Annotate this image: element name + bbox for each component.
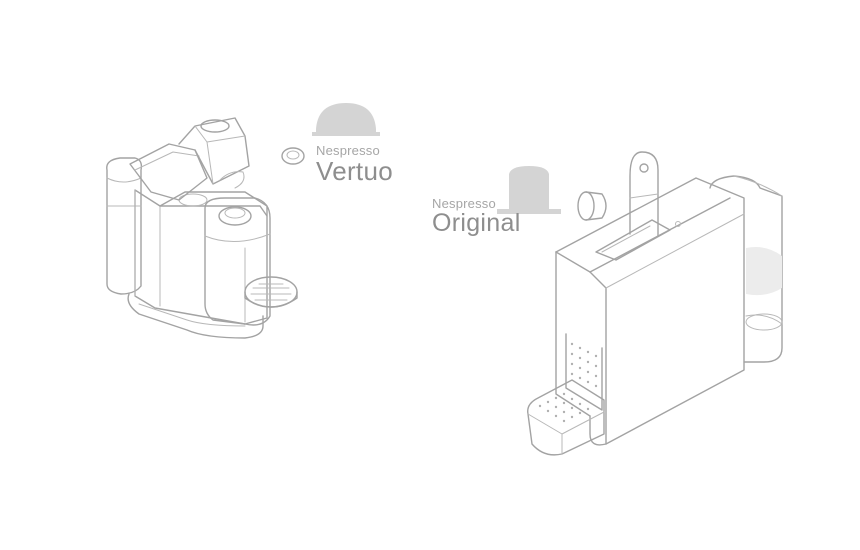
tray-grid — [538, 392, 590, 423]
vertuo-machine-icon — [106, 117, 298, 339]
original-brand-text: Nespresso — [432, 196, 496, 211]
dome-capsule-icon — [312, 103, 380, 142]
original-label[interactable]: Nespresso Original — [432, 196, 521, 236]
original-machine-option[interactable] — [520, 148, 790, 468]
cone-capsule-icon — [497, 166, 561, 219]
drip-grid — [244, 276, 298, 308]
original-small-capsule-icon — [574, 186, 614, 227]
vertuo-brand-text: Nespresso — [316, 143, 380, 158]
front-vents — [570, 342, 598, 388]
vertuo-system-text: Vertuo — [316, 156, 393, 186]
original-machine-icon — [527, 151, 783, 456]
vertuo-small-capsule-icon — [280, 146, 306, 173]
vertuo-label[interactable]: Nespresso Vertuo — [316, 143, 393, 184]
vertuo-machine-option[interactable] — [95, 108, 305, 368]
original-system-text: Original — [432, 209, 521, 237]
